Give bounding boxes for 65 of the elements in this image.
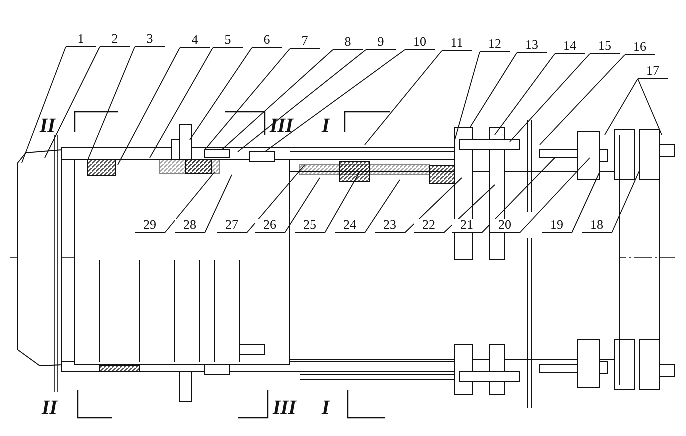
- leader-line: [150, 48, 214, 158]
- callout-number: 14: [555, 40, 585, 54]
- callout-number: 5: [213, 34, 243, 48]
- leader-line: [264, 50, 406, 152]
- callout-number: 7: [290, 35, 320, 49]
- leader-line: [470, 52, 518, 128]
- callout-number: 20: [490, 219, 520, 233]
- callout-number: 16: [625, 41, 655, 55]
- leader-line: [482, 158, 556, 234]
- callout-number: 17: [638, 65, 668, 79]
- leader-line: [572, 172, 600, 234]
- callout-number: 9: [366, 36, 396, 50]
- callout-number: 15: [590, 40, 620, 54]
- callout-number: 24: [335, 219, 365, 233]
- callout-number: 13: [517, 39, 547, 53]
- callout-number: 11: [442, 37, 472, 51]
- leader-line: [444, 184, 496, 234]
- section-label: I: [322, 398, 330, 418]
- leader-line: [164, 172, 216, 234]
- section-label: II: [42, 398, 58, 418]
- section-label: III: [270, 116, 294, 136]
- callout-number: 8: [333, 36, 363, 50]
- section-label: III: [273, 398, 296, 418]
- callout-number: 28: [175, 219, 205, 233]
- leader-line: [222, 50, 334, 150]
- leader-line: [638, 78, 662, 136]
- leader-line: [540, 54, 626, 146]
- callout-number: 2: [100, 33, 130, 47]
- callout-number: 6: [252, 34, 282, 48]
- callout-number: 19: [542, 219, 572, 233]
- callout-number: 1: [66, 33, 96, 47]
- leader-line: [510, 54, 590, 142]
- leader-line: [612, 170, 640, 234]
- leader-line: [118, 48, 180, 166]
- leader-line: [364, 180, 400, 234]
- callout-number: 10: [405, 36, 435, 50]
- leader-line: [494, 54, 556, 136]
- callout-number: 21: [452, 219, 482, 233]
- leader-line: [454, 52, 480, 140]
- leader-line: [22, 46, 66, 164]
- leader-line: [284, 178, 320, 234]
- leader-line: [246, 164, 306, 234]
- leader-line: [364, 50, 442, 146]
- leader-line: [204, 174, 232, 234]
- callout-number: 3: [135, 33, 165, 47]
- leader-line: [88, 46, 136, 160]
- leader-line: [238, 50, 366, 152]
- callout-number: 26: [255, 219, 285, 233]
- leader-line: [324, 172, 360, 234]
- leader-line: [520, 158, 590, 234]
- callout-number: 18: [582, 219, 612, 233]
- callout-number: 23: [375, 219, 405, 233]
- callout-number: 22: [414, 219, 444, 233]
- leader-line: [604, 78, 638, 136]
- callout-number: 25: [295, 219, 325, 233]
- callout-number: 4: [180, 34, 210, 48]
- callout-number: 27: [217, 219, 247, 233]
- callout-number: 29: [135, 219, 165, 233]
- section-label: I: [322, 116, 330, 136]
- callout-number: 12: [480, 38, 510, 52]
- leader-line: [190, 48, 252, 140]
- leader-line: [44, 46, 100, 158]
- leader-line: [404, 178, 462, 234]
- leader-line: [204, 48, 290, 150]
- section-label: II: [40, 116, 56, 136]
